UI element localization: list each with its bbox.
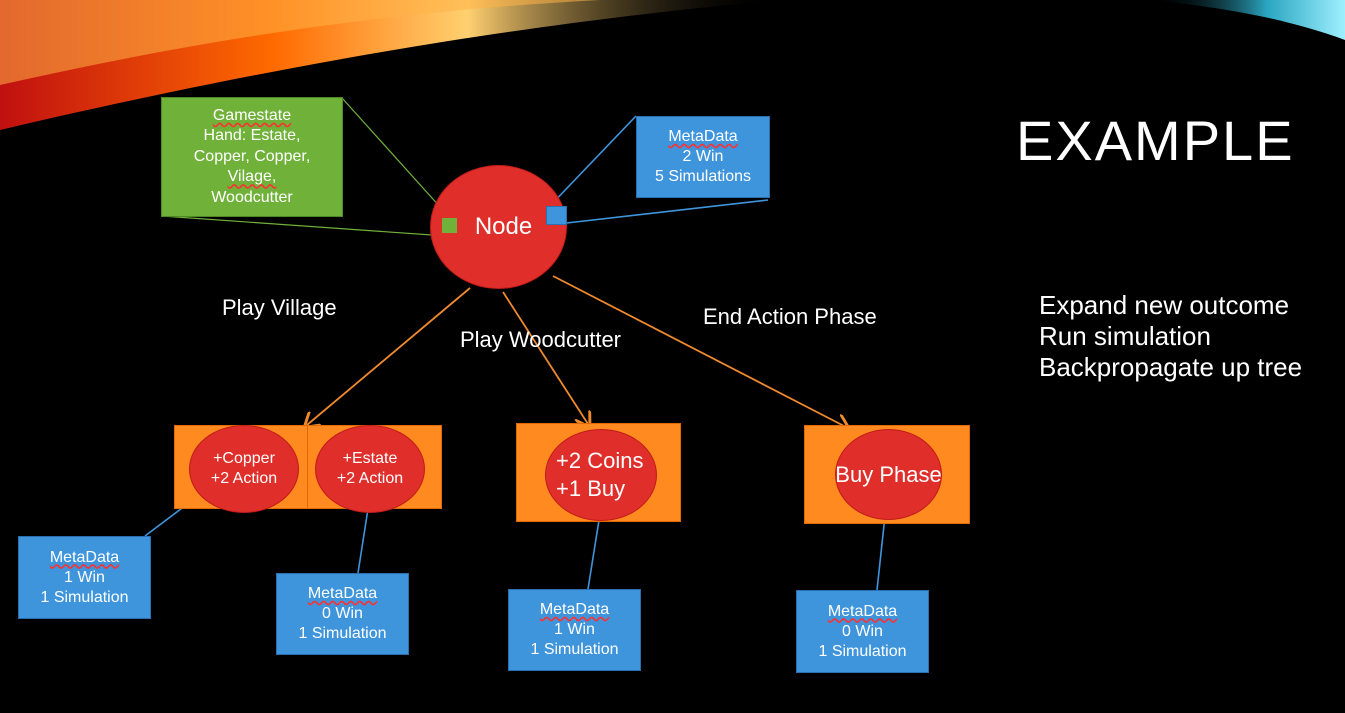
- child-node-line: +Estate: [342, 450, 398, 467]
- decorative-swoosh: [0, 0, 1345, 130]
- step-simulate: Run simulation: [1039, 321, 1211, 351]
- metadata-callout-line-bottom: [557, 199, 769, 225]
- gamestate-anchor-marker: [442, 218, 457, 233]
- action-label-end-action-phase: End Action Phase: [703, 304, 877, 329]
- child-node-line: +2 Action: [336, 470, 404, 487]
- edge-end-action-phase: [552, 275, 846, 427]
- metadata-callout-line-top: [547, 115, 637, 209]
- child4-meta-link: [876, 515, 886, 591]
- root-node-label: Node: [474, 213, 533, 240]
- metadata-heading: MetaData: [539, 601, 610, 618]
- child-node-buy-phase: Buy Phase: [835, 429, 942, 520]
- metadata-sims: 1 Simulation: [530, 641, 619, 658]
- gamestate-callout-line-bottom: [161, 215, 447, 237]
- gamestate-line: Copper, Copper,: [193, 147, 311, 165]
- metadata-sims: 5 Simulations: [654, 168, 752, 185]
- gamestate-callout-line-top: [341, 97, 451, 219]
- metadata-sims: 1 Simulation: [818, 642, 907, 660]
- metadata-sims: 1 Simulation: [298, 625, 387, 642]
- child-metadata-box: MetaData 0 Win 1 Simulation: [276, 573, 409, 655]
- child-metadata-box: MetaData 0 Win 1 Simulation: [796, 590, 929, 673]
- child-node-line: Buy Phase: [835, 461, 942, 487]
- metadata-heading: MetaData: [307, 585, 378, 602]
- action-label-play-village: Play Village: [222, 295, 337, 320]
- gamestate-line: Vilage,: [227, 168, 277, 186]
- gamestate-line: Woodcutter: [211, 188, 293, 206]
- metadata-heading: MetaData: [668, 128, 738, 145]
- child-node-line: +1 Buy: [556, 476, 626, 501]
- edge-play-woodcutter: [502, 291, 588, 424]
- gamestate-line: Hand: Estate,: [203, 127, 301, 145]
- metadata-anchor-marker: [546, 206, 567, 225]
- metadata-heading: MetaData: [49, 548, 120, 566]
- child-node-estate: +Estate +2 Action: [315, 425, 425, 513]
- slide-title: EXAMPLE: [1016, 109, 1295, 172]
- gamestate-heading: Gamestate: [212, 106, 292, 124]
- root-metadata-box: MetaData 2 Win 5 Simulations: [636, 116, 770, 198]
- action-label-play-woodcutter: Play Woodcutter: [460, 327, 622, 352]
- metadata-wins: 2 Win: [682, 148, 724, 165]
- metadata-wins: 1 Win: [64, 568, 105, 586]
- child-node-line: +Copper: [213, 450, 275, 467]
- child-node-copper: +Copper +2 Action: [189, 425, 299, 513]
- metadata-wins: 1 Win: [554, 621, 595, 638]
- child-metadata-box: MetaData 1 Win 1 Simulation: [18, 536, 151, 619]
- child-node-coins: +2 Coins +1 Buy: [545, 429, 657, 521]
- metadata-sims: 1 Simulation: [40, 588, 129, 606]
- metadata-heading: MetaData: [827, 602, 898, 620]
- step-backpropagate: Backpropagate up tree: [1039, 352, 1303, 382]
- step-expand: Expand new outcome: [1039, 290, 1290, 320]
- edge-play-village: [307, 287, 471, 425]
- child-node-line: +2 Coins: [556, 448, 644, 473]
- gamestate-box: Gamestate Hand: Estate, Copper, Copper, …: [161, 97, 343, 217]
- child-metadata-box: MetaData 1 Win 1 Simulation: [508, 589, 641, 671]
- child-node-line: +2 Action: [210, 470, 278, 487]
- metadata-wins: 0 Win: [842, 622, 883, 640]
- child3-meta-link: [587, 513, 601, 590]
- metadata-wins: 0 Win: [322, 605, 363, 622]
